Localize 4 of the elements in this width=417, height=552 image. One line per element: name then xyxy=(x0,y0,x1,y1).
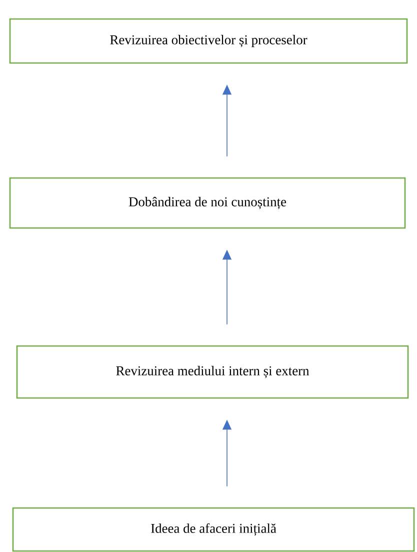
process-box: Revizuirea mediului intern și extern xyxy=(16,345,409,399)
process-box: Ideea de afaceri inițială xyxy=(12,507,415,552)
process-box: Revizuirea obiectivelor și proceselor xyxy=(9,18,408,64)
process-box: Dobândirea de noi cunoștințe xyxy=(9,177,406,229)
